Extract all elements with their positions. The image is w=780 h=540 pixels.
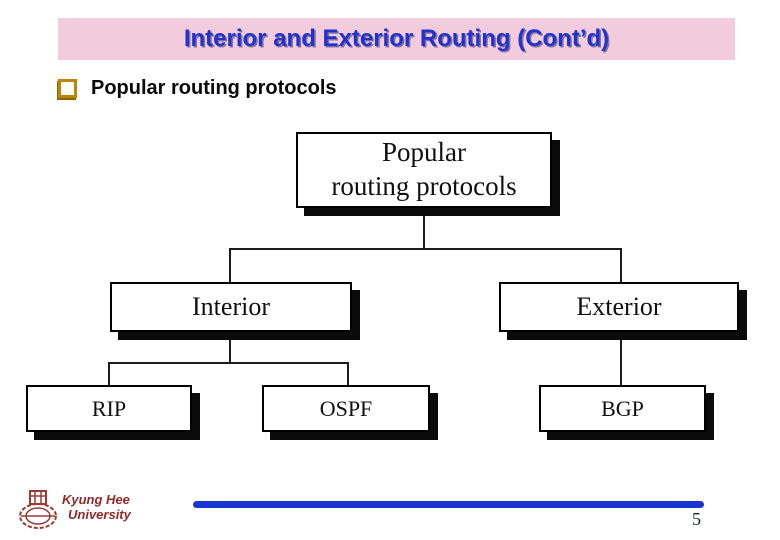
university-name-line1: Kyung Hee bbox=[62, 492, 130, 507]
checkbox-bullet-icon bbox=[58, 79, 77, 98]
university-name: Kyung Hee University bbox=[62, 492, 131, 522]
connector-line bbox=[229, 338, 231, 364]
connector-line bbox=[347, 362, 349, 387]
connector-line bbox=[620, 248, 622, 284]
university-logo-icon bbox=[17, 488, 59, 539]
connector-line bbox=[108, 362, 349, 364]
university-name-line2: University bbox=[68, 507, 131, 522]
bullet-text: Popular routing protocols bbox=[91, 77, 337, 99]
connector-line bbox=[620, 336, 622, 387]
node-box-bgp: BGP bbox=[539, 385, 706, 432]
node-box-popular-routing-protocols: Popular routing protocols bbox=[296, 132, 552, 208]
bullet-item: Popular routing protocols bbox=[58, 77, 337, 100]
connector-line bbox=[423, 214, 425, 250]
page-number: 5 bbox=[692, 509, 701, 529]
connector-line bbox=[229, 248, 231, 284]
title-banner: Interior and Exterior Routing (Cont’d) bbox=[58, 18, 735, 60]
node-box-ospf: OSPF bbox=[262, 385, 430, 432]
connector-line bbox=[108, 362, 110, 387]
connector-line bbox=[229, 248, 622, 250]
node-box-interior: Interior bbox=[110, 282, 352, 332]
footer-divider-line bbox=[193, 501, 704, 508]
node-box-rip: RIP bbox=[26, 385, 192, 432]
slide-title: Interior and Exterior Routing (Cont’d) bbox=[183, 25, 610, 52]
node-box-exterior: Exterior bbox=[499, 282, 739, 332]
